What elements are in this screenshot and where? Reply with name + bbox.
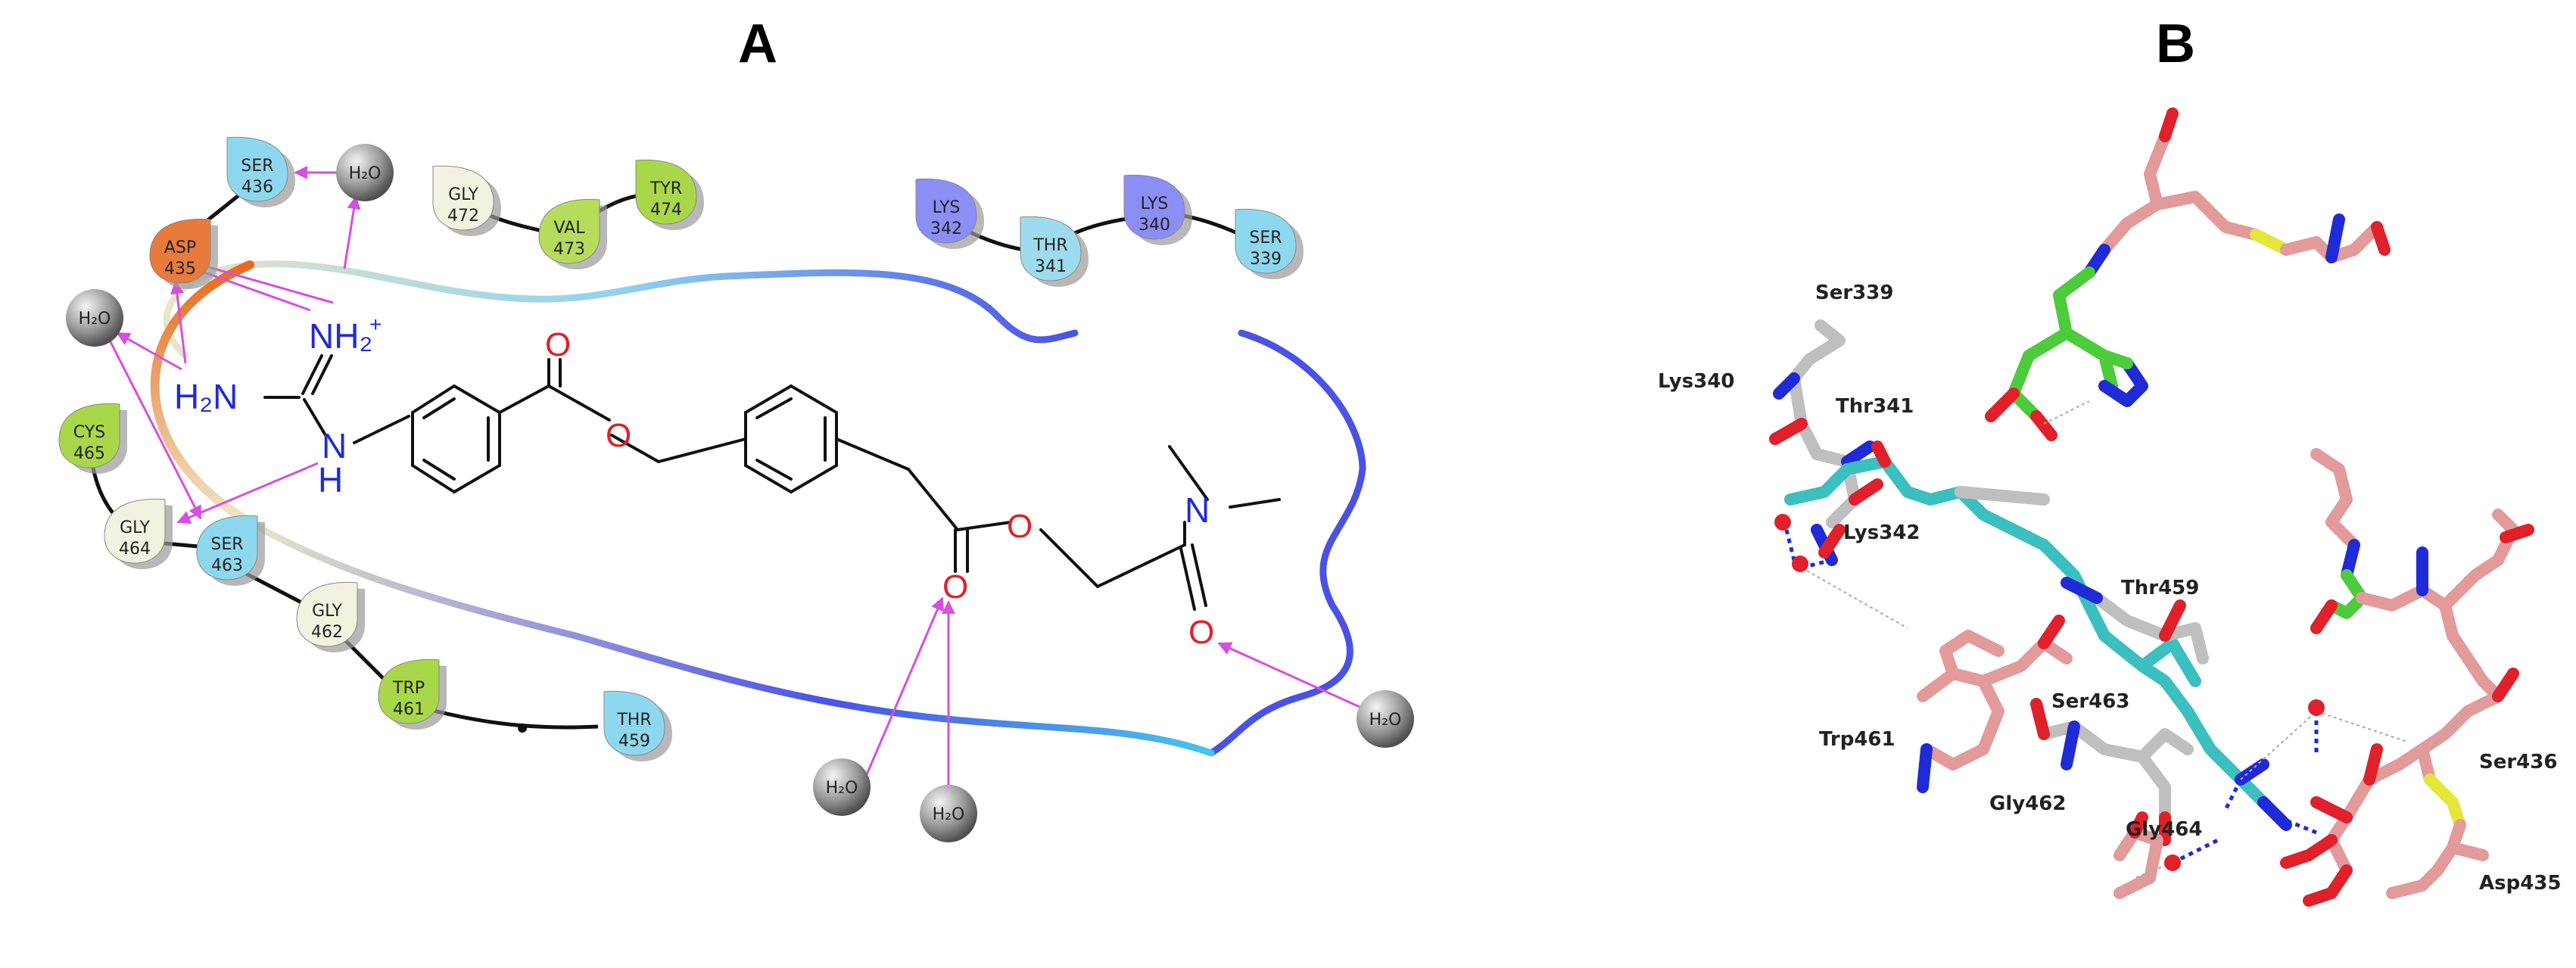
chain-break-dot [518, 724, 527, 733]
residue-label-lys340: Lys340 [1658, 370, 1735, 393]
residue-number: 342 [930, 219, 962, 238]
atom-n-dimethyl: N [1185, 490, 1210, 530]
residue-number: 473 [553, 240, 585, 259]
residue-name: SER [241, 157, 273, 176]
residue-number: 472 [447, 207, 479, 226]
residue-number: 339 [1250, 250, 1282, 269]
residue-gly-472: GLY 472 [432, 165, 501, 236]
atom-o-ester1: O [606, 417, 631, 454]
residue-name: THR [616, 711, 651, 730]
pocket-outline-right [1207, 329, 1366, 757]
residue-number: 462 [311, 623, 343, 642]
hbond-nh-gly464 [176, 462, 319, 524]
pocket-outline-lower [246, 518, 1215, 757]
residue-thr-459: THR 459 [603, 690, 672, 761]
water-label: H₂O [349, 164, 382, 183]
atom-n-amide: N [322, 426, 347, 465]
stick-top-pink-1 [2098, 130, 2171, 256]
residue-name: SER [210, 535, 243, 554]
chain-trp461-thr459 [419, 705, 599, 730]
residue-name: THR [1033, 236, 1067, 255]
atom-plus-charge: + [369, 313, 382, 336]
residue-label-lys342: Lys342 [1843, 521, 1920, 544]
atom-o-ester2: O [1007, 508, 1033, 545]
residue-gly-464: GLY 464 [104, 498, 173, 569]
residue-trp-461: TRP 461 [378, 658, 447, 730]
atom-o-carbonyl3: O [1188, 614, 1214, 651]
residue-asp-435: ASP 435 [149, 218, 218, 289]
water-molecule: H₂O [336, 144, 394, 201]
residue-number: 464 [119, 540, 151, 559]
panel-b-label: B [2156, 14, 2195, 74]
residue-label-gly464: Gly464 [2126, 818, 2202, 841]
water-label: H₂O [826, 779, 858, 798]
residue-thr-341: THR 341 [1020, 216, 1089, 287]
residue-label-asp435: Asp435 [2479, 872, 2561, 895]
hbond-water-ser463 [104, 332, 202, 520]
water-molecule: H₂O [813, 758, 871, 816]
residue-label-trp461: Trp461 [1819, 728, 1895, 751]
residue-number: 341 [1035, 257, 1067, 276]
residue-name: ASP [164, 238, 196, 257]
water-label: H₂O [79, 310, 111, 328]
residue-ser-463: SER 463 [196, 515, 265, 586]
water-label: H₂O [933, 805, 965, 824]
residue-number: 435 [164, 260, 196, 279]
residue-name: GLY [448, 185, 478, 204]
residue-name: LYS [1141, 195, 1169, 213]
residue-number: 474 [650, 201, 682, 219]
residue-ser-436: SER 436 [226, 136, 295, 207]
panel-b-3d-structure: Ser339Lys340Thr341Lys342Thr459Trp461Ser4… [1658, 107, 2561, 907]
atom-nh2: NH₂ [309, 316, 372, 356]
residue-label-gly462: Gly462 [1989, 792, 2066, 815]
hbond-water-o1 [861, 596, 944, 784]
residue-number: 463 [211, 556, 243, 575]
residue-name: VAL [554, 219, 586, 238]
panel-a-interaction-diagram: NH₂ + H₂N N H O O O O O N SER436ASP435GL… [58, 136, 1414, 842]
pocket-outline-upper [163, 260, 1079, 359]
residue-number: 436 [241, 178, 273, 197]
residue-ser-339: SER 339 [1235, 208, 1304, 279]
atom-h2n: H₂N [174, 377, 238, 416]
residue-name: TYR [649, 179, 682, 198]
residue-name: GLY [312, 602, 342, 621]
residue-number: 459 [618, 732, 650, 751]
residue-tyr-474: TYR 474 [635, 159, 704, 230]
panel-a-label: A [738, 14, 777, 74]
residue-number: 461 [393, 700, 425, 719]
water-molecule: H₂O [66, 289, 123, 347]
residue-val-473: VAL 473 [538, 198, 607, 269]
residue-label-ser463: Ser463 [2051, 690, 2129, 713]
hbond-water-o3 [1217, 642, 1367, 711]
pocket-outline-left [150, 260, 254, 527]
water-molecule: H₂O [920, 785, 977, 842]
residue-number: 465 [73, 444, 105, 463]
residue-name: CYS [73, 423, 105, 442]
residue-name: TRP [392, 679, 425, 698]
residue-cys-465: CYS 465 [58, 403, 127, 474]
hbond-h2n-asp435 [170, 280, 187, 364]
atom-o-carbonyl1: O [545, 326, 571, 363]
residue-number: 340 [1138, 216, 1170, 235]
residue-lys-342: LYS 342 [915, 178, 984, 249]
atom-h: H [318, 460, 343, 500]
residue-label-ser436: Ser436 [2479, 751, 2557, 773]
residue-name: LYS [933, 198, 961, 217]
residue-label-thr341: Thr341 [1836, 395, 1914, 418]
ligand-structure: NH₂ + H₂N N H O O O O O N [174, 313, 1281, 651]
hbond-h2n-water [116, 331, 182, 371]
water-label: H₂O [1369, 711, 1402, 730]
hbond-nh2-water [343, 195, 361, 269]
residue-gly-462: GLY 462 [296, 581, 365, 652]
residue-label-thr459: Thr459 [2121, 577, 2199, 599]
residue-lys-340: LYS 340 [1123, 174, 1192, 245]
residue-name: SER [1249, 229, 1282, 247]
residue-label-ser339: Ser339 [1815, 282, 1893, 304]
residue-name: GLY [120, 518, 150, 537]
water-molecule: H₂O [1357, 690, 1414, 748]
atom-o-carbonyl2: O [942, 568, 968, 605]
